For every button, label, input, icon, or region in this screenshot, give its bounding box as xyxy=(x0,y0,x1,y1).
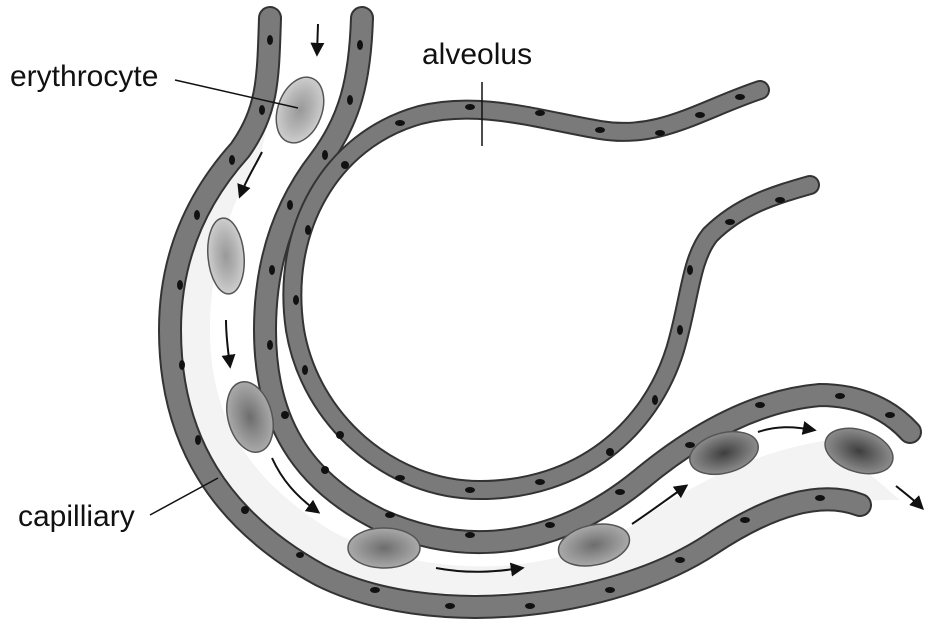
erythrocyte xyxy=(348,528,420,568)
capillary-label: capilliary xyxy=(18,500,135,533)
flow-arrow-icon xyxy=(896,486,922,508)
alveolus-label: alveolus xyxy=(422,38,532,71)
flow-arrow-icon xyxy=(758,427,814,432)
erythrocyte-pointer xyxy=(175,80,298,108)
erythrocyte-label: erythrocyte xyxy=(10,60,158,93)
flow-arrow-icon xyxy=(317,24,318,54)
capillary-pointer xyxy=(150,478,218,515)
flow-arrow-icon xyxy=(226,320,230,366)
